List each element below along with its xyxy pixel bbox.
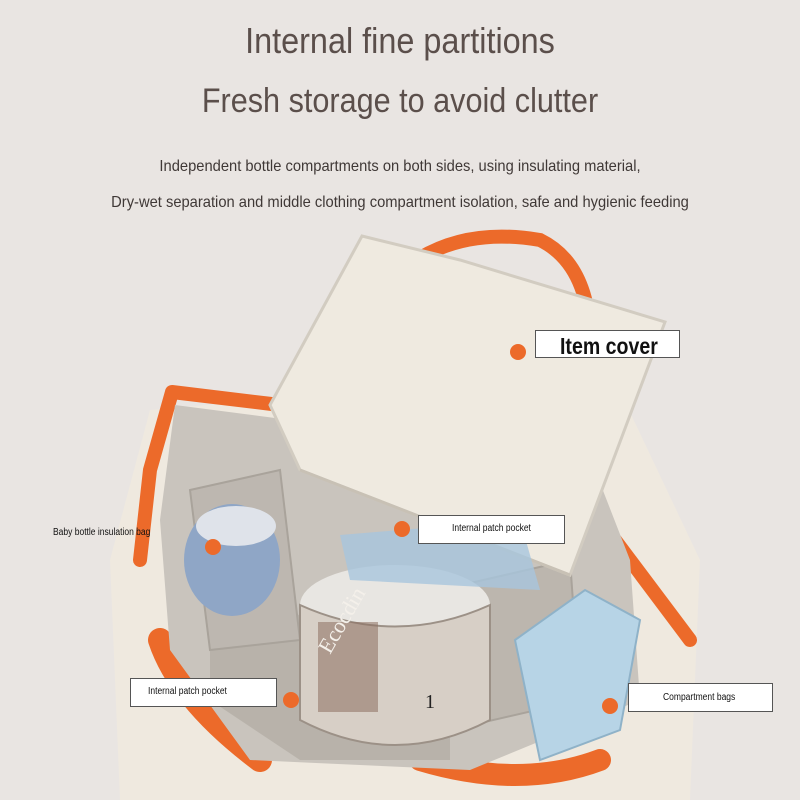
patch-pocket-top-label: Internal patch pocket	[452, 523, 531, 534]
item-cover-label: Item cover	[560, 333, 658, 359]
description-line-2: Dry-wet separation and middle clothing c…	[111, 194, 689, 211]
description-line-1: Independent bottle compartments on both …	[159, 158, 641, 175]
patch-pocket-bottom-label: Internal patch pocket	[148, 686, 227, 697]
item-cover-dot	[510, 344, 526, 360]
item-cover-tag	[535, 330, 680, 358]
compartment-bags-label: Compartment bags	[663, 692, 736, 703]
page-title: Internal fine partitions	[245, 20, 555, 61]
bottle-bag-dot	[205, 539, 221, 555]
patch-pocket-bottom-tag	[130, 678, 277, 707]
bottle-bag-label: Baby bottle insulation bag	[53, 527, 151, 538]
patch-pocket-top-dot	[394, 521, 410, 537]
wipes-pack	[513, 588, 642, 762]
bag-handle	[413, 229, 597, 337]
compartment-bags-dot	[602, 698, 618, 714]
formula-can-number: 1	[425, 691, 435, 713]
patch-pocket-top-tag	[418, 515, 565, 544]
patch-pocket-bottom-dot	[283, 692, 299, 708]
compartment-bags-tag	[628, 683, 773, 712]
page-subtitle: Fresh storage to avoid clutter	[201, 82, 599, 120]
